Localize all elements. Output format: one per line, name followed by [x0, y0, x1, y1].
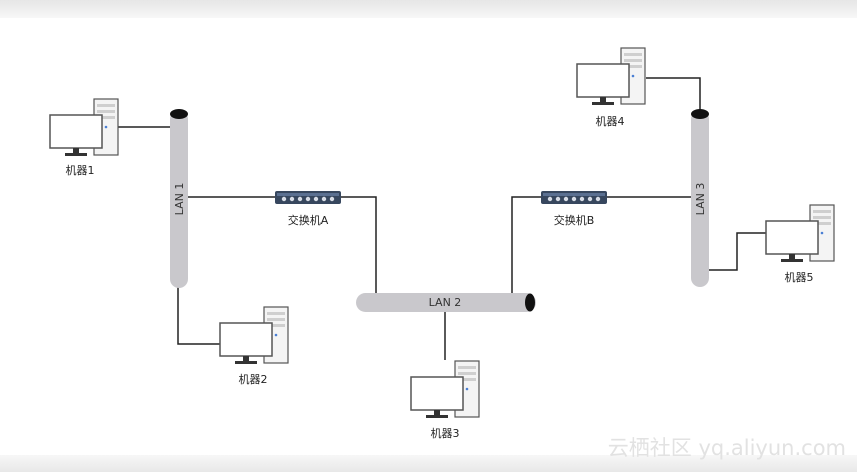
- lan3-segment: [691, 109, 709, 287]
- switch-b-label: 交换机B: [554, 213, 595, 227]
- machine1-label: 机器1: [66, 163, 95, 177]
- switch-b-icon: [541, 191, 607, 204]
- machine5-label: 机器5: [785, 270, 814, 284]
- connection-lines: [118, 77, 766, 360]
- lan2-segment: [356, 293, 536, 312]
- lan1-label: LAN 1: [173, 183, 186, 216]
- lan3-label: LAN 3: [694, 183, 707, 216]
- machine1-computer-icon: [49, 98, 119, 157]
- machine4-computer-icon: [576, 47, 646, 106]
- switch-a-label: 交换机A: [288, 213, 329, 227]
- bottom-shadow-bar: [0, 455, 857, 472]
- lan2-label: LAN 2: [429, 296, 462, 309]
- machine2-computer-icon: [219, 306, 289, 365]
- watermark: 云栖社区 yq.aliyun.com: [608, 436, 846, 460]
- top-shadow-bar: [0, 0, 857, 18]
- switch-a-icon: [275, 191, 341, 204]
- machine3-computer-icon: [410, 360, 480, 419]
- machine2-label: 机器2: [239, 372, 268, 386]
- machine5-computer-icon: [765, 204, 835, 263]
- lan1-segment: [170, 109, 188, 288]
- machine4-label: 机器4: [596, 114, 625, 128]
- machine3-label: 机器3: [431, 426, 460, 440]
